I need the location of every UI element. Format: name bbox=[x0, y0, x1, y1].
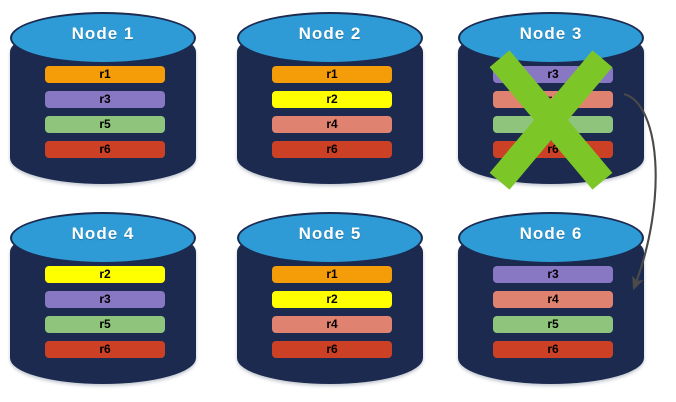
replica-item[interactable]: r1 bbox=[272, 266, 392, 283]
node-title: Node 3 bbox=[519, 24, 583, 43]
replica-item[interactable]: r5 bbox=[45, 316, 165, 333]
node-6[interactable]: Node 6 r3 r4 r5 r6 bbox=[458, 212, 644, 387]
replica-item[interactable]: r3 bbox=[493, 66, 613, 83]
node-title: Node 4 bbox=[71, 224, 135, 243]
replica-item[interactable]: r2 bbox=[272, 291, 392, 308]
replica-item[interactable]: r5 bbox=[45, 116, 165, 133]
node-cap bbox=[10, 212, 196, 264]
replica-item[interactable]: r6 bbox=[272, 141, 392, 158]
replica-item[interactable]: r3 bbox=[493, 266, 613, 283]
replica-item[interactable]: r4 bbox=[493, 91, 613, 108]
node-5[interactable]: Node 5 r1 r2 r4 r6 bbox=[237, 212, 423, 387]
replica-item[interactable]: r5 bbox=[493, 116, 613, 133]
replica-item[interactable]: r3 bbox=[45, 91, 165, 108]
replica-item[interactable]: r6 bbox=[493, 341, 613, 358]
replica-item[interactable]: r6 bbox=[45, 341, 165, 358]
node-1[interactable]: Node 1 r1 r3 r5 r6 bbox=[10, 12, 196, 187]
replica-list: r2 r3 r5 r6 bbox=[45, 266, 165, 366]
node-title: Node 1 bbox=[71, 24, 135, 43]
node-3[interactable]: Node 3 r3 r4 r5 r6 bbox=[458, 12, 644, 190]
replica-list: r3 r4 r5 r6 bbox=[493, 266, 613, 366]
replica-item[interactable]: r2 bbox=[272, 91, 392, 108]
replica-item[interactable]: r6 bbox=[493, 141, 613, 158]
replica-list: r1 r3 r5 r6 bbox=[45, 66, 165, 166]
node-cap bbox=[458, 212, 644, 264]
node-cap bbox=[237, 212, 423, 264]
replica-list: r3 r4 r5 r6 bbox=[493, 66, 613, 166]
node-cap bbox=[10, 12, 196, 64]
node-title: Node 6 bbox=[519, 224, 583, 243]
replica-item[interactable]: r6 bbox=[272, 341, 392, 358]
replica-item[interactable]: r4 bbox=[493, 291, 613, 308]
replica-item[interactable]: r4 bbox=[272, 116, 392, 133]
replica-item[interactable]: r4 bbox=[272, 316, 392, 333]
replica-list: r1 r2 r4 r6 bbox=[272, 66, 392, 166]
replica-list: r1 r2 r4 r6 bbox=[272, 266, 392, 366]
node-title: Node 5 bbox=[298, 224, 362, 243]
replica-item[interactable]: r6 bbox=[45, 141, 165, 158]
node-title: Node 2 bbox=[298, 24, 362, 43]
replica-item[interactable]: r3 bbox=[45, 291, 165, 308]
replica-item[interactable]: r2 bbox=[45, 266, 165, 283]
node-2[interactable]: Node 2 r1 r2 r4 r6 bbox=[237, 12, 423, 187]
node-4[interactable]: Node 4 r2 r3 r5 r6 bbox=[10, 212, 196, 387]
node-cap bbox=[237, 12, 423, 64]
replica-item[interactable]: r1 bbox=[45, 66, 165, 83]
replica-item[interactable]: r1 bbox=[272, 66, 392, 83]
replica-item[interactable]: r5 bbox=[493, 316, 613, 333]
